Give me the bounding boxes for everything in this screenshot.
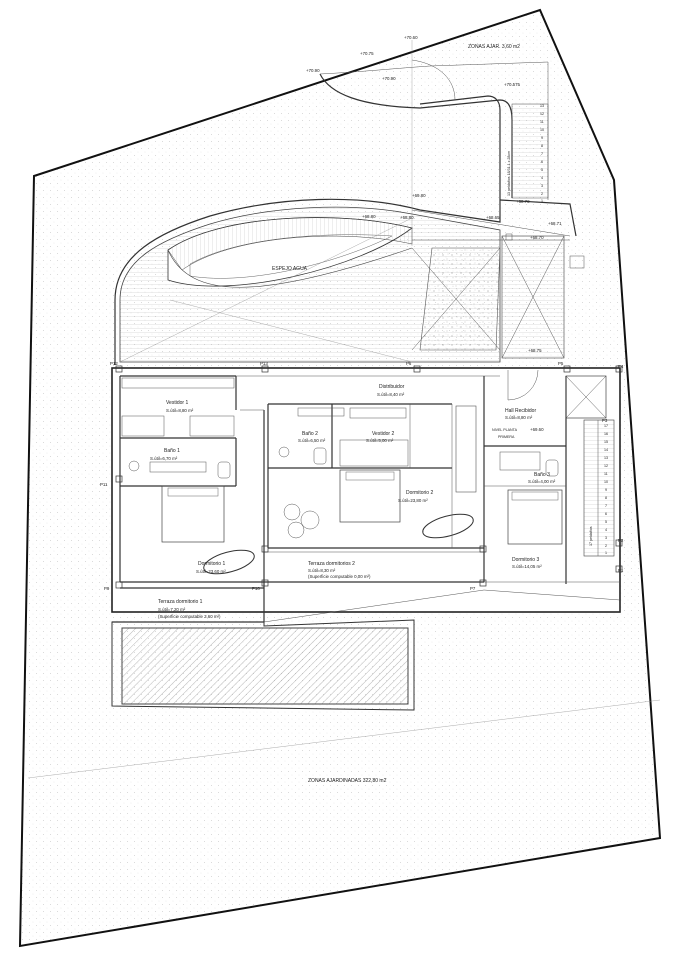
pillar-label: P5 <box>558 361 564 366</box>
level-label: +68.80 <box>400 215 414 220</box>
stair-number: 14 <box>604 448 608 452</box>
house-walls <box>111 367 621 623</box>
stair-number: 16 <box>604 432 608 436</box>
stair-number: 17 <box>604 424 608 428</box>
pillar-label: P11 <box>100 482 108 487</box>
pillar-label: P7 <box>470 586 476 591</box>
pillar-label: P6 <box>406 361 412 366</box>
room-name: Baño 2 <box>302 431 318 437</box>
room-name: Vestidor 2 <box>372 431 394 437</box>
upper-stair-numbers: 13 12 11 10 9 8 7 6 5 4 3 2 1 <box>540 104 544 203</box>
room-area: S.útil=23,60 m² <box>196 569 226 574</box>
room-name: Baño 1 <box>164 448 180 454</box>
zone-ajardinadas-label: ZONAS AJARDINADAS 322,80 m2 <box>308 778 387 784</box>
labels: ZONAS AJAR. 3,60 m2 ZONAS AJARDINADAS 32… <box>100 35 624 784</box>
stair-number: 10 <box>604 480 608 484</box>
pillar-label: P4 <box>618 364 624 369</box>
room-area: S.útil=5,00 m² <box>366 438 394 443</box>
zone-ajar-label: ZONAS AJAR. 3,60 m2 <box>468 44 520 50</box>
level-label: +68.70 <box>516 199 530 204</box>
pillar-label: P2 <box>618 538 624 543</box>
level-note: PRIMERA <box>498 435 515 439</box>
room-area: S.útil=6,50 m² <box>298 438 326 443</box>
stair-number: 2 <box>541 192 543 196</box>
pillar-label: P3 <box>602 418 608 423</box>
pillars <box>115 365 623 589</box>
stair-note: 17 peldaños <box>589 526 593 546</box>
lower-stair-numbers: 17 16 15 14 13 12 11 10 9 8 7 6 5 4 3 2 … <box>604 424 608 555</box>
pillar-label: P12 <box>110 361 118 366</box>
stair-number: 15 <box>604 440 608 444</box>
stair-number: 3 <box>541 184 543 188</box>
pool <box>111 619 415 711</box>
level-label: +68.71 <box>548 221 562 226</box>
stair-number: 12 <box>604 464 608 468</box>
room-name: Dormitorio 1 <box>198 561 225 567</box>
stair-number: 4 <box>541 176 543 180</box>
stair-number: 11 <box>540 120 544 124</box>
level-label: +69.80 <box>412 193 426 198</box>
stair-number: 10 <box>540 128 544 132</box>
stair-number: 12 <box>540 112 544 116</box>
pillar-label: P10 <box>252 586 260 591</box>
stair-number: 13 <box>604 456 608 460</box>
room-name: Terraza dormitorios 2 <box>308 561 355 567</box>
level-note: NIVEL PLANTA <box>492 428 518 432</box>
room-area: S.útil=23,80 m² <box>398 498 428 503</box>
room-name: Vestidor 1 <box>166 400 188 406</box>
room-area: S.útil=14,05 m² <box>512 564 542 569</box>
stair-number: 8 <box>605 496 607 500</box>
stair-number: 9 <box>541 136 543 140</box>
stair-number: 5 <box>605 520 607 524</box>
level-label: +70.90 <box>382 76 396 81</box>
stair-number: 6 <box>541 160 543 164</box>
stair-number: 13 <box>540 104 544 108</box>
level-label: +68.75 <box>528 348 542 353</box>
room-name: Dormitorio 2 <box>406 490 433 496</box>
level-label: +70.60 <box>404 35 418 40</box>
level-label: +68.70 <box>530 235 544 240</box>
stair-number: 11 <box>604 472 608 476</box>
room-name: Baño 3 <box>534 472 550 478</box>
stair-note: 13 peldaños 18/31.1 x 28cm <box>507 151 511 196</box>
room-area: S.útil=8,40 m² <box>377 392 405 397</box>
room-area: S.útil=8,30 m² <box>308 568 336 573</box>
stair-number: 1 <box>541 199 543 203</box>
room-area: S.útil=4,00 m² <box>528 479 556 484</box>
stair-number: 4 <box>605 528 607 532</box>
stair-number: 7 <box>605 504 607 508</box>
room-note: (Superficie computable 0,00 m²) <box>308 574 371 579</box>
level-label: +70.90 <box>306 68 320 73</box>
level-label: +69.60 <box>530 427 544 432</box>
pillar-label: P13 <box>260 361 268 366</box>
room-name: Hall Recibidor <box>505 408 536 414</box>
level-label: +70.575 <box>504 82 521 87</box>
upper-terrace <box>114 40 585 365</box>
room-note: (Superficie computable 3,60 m²) <box>158 614 221 619</box>
room-name: Terraza dormitorio 1 <box>158 599 203 605</box>
stair-number: 6 <box>605 512 607 516</box>
stair-number: 7 <box>541 152 543 156</box>
level-label: +68.80 <box>362 214 376 219</box>
room-area: S.útil=7,20 m² <box>158 607 186 612</box>
level-label: +70.75 <box>360 51 374 56</box>
stair-number: 9 <box>605 488 607 492</box>
room-name: Distribuidor <box>379 384 405 390</box>
stair-number: 3 <box>605 536 607 540</box>
stair-number: 2 <box>605 544 607 548</box>
espejo-agua-label: ESPEJO AGUA <box>272 266 308 272</box>
stair-number: 5 <box>541 168 543 172</box>
room-name: Dormitorio 3 <box>512 557 539 563</box>
room-area: S.útil=8,80 m² <box>166 408 194 413</box>
stair-number: 8 <box>541 144 543 148</box>
stair-number: 1 <box>605 551 607 555</box>
room-area: S.útil=8,80 m² <box>505 415 533 420</box>
level-label: +68.65 <box>486 215 500 220</box>
pillar-label: P1 <box>618 568 624 573</box>
room-area: S.útil=6,70 m² <box>150 456 178 461</box>
pillar-label: P9 <box>104 586 110 591</box>
